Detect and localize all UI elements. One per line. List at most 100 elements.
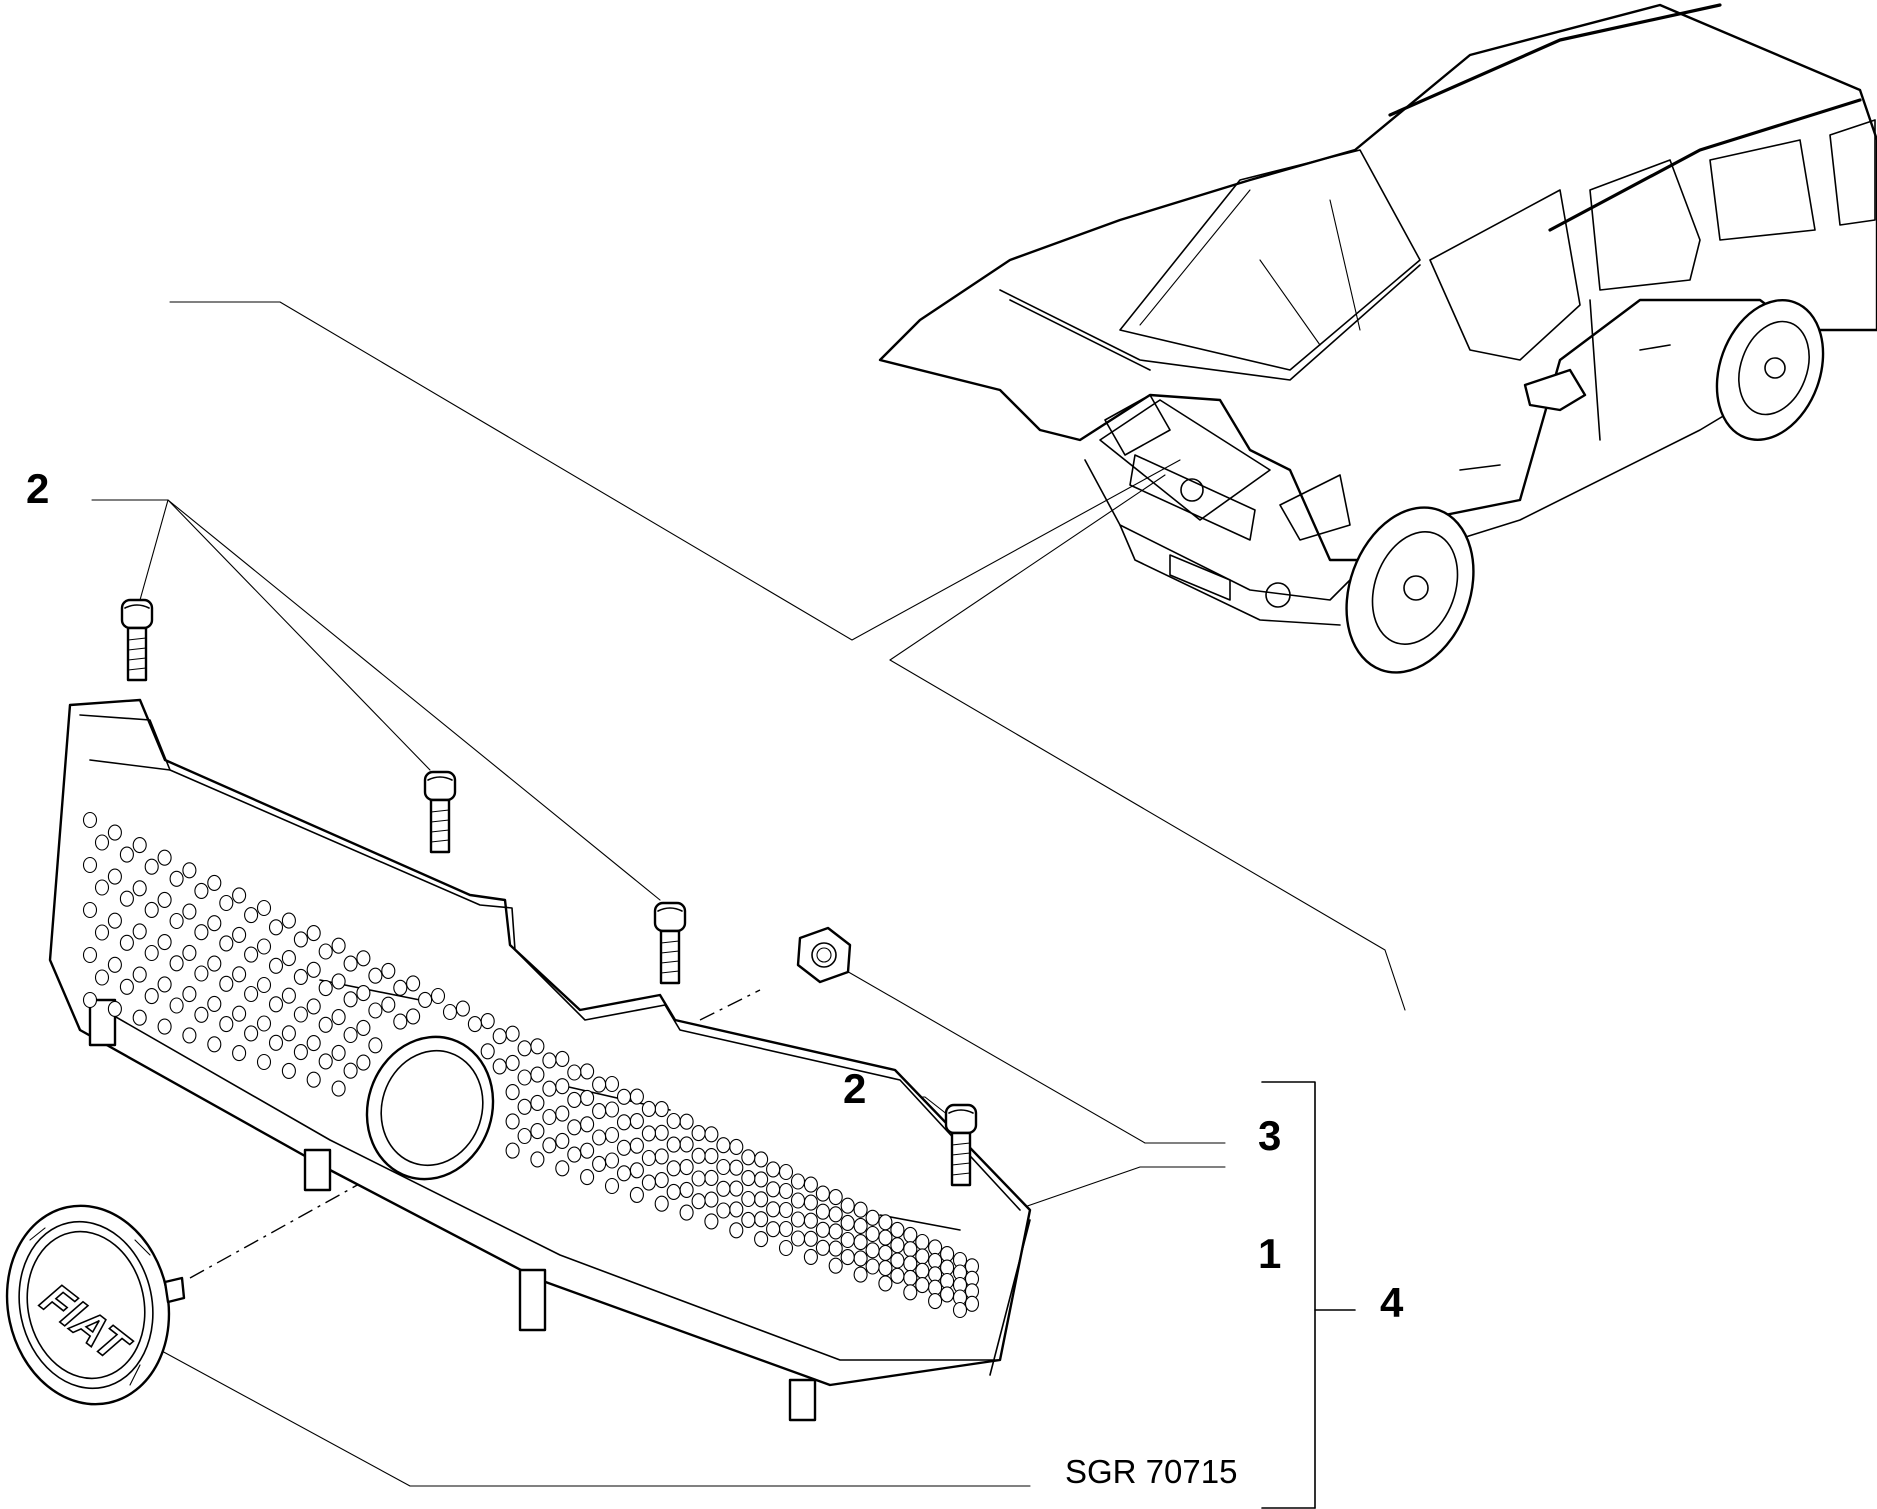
perforation-hole — [82, 811, 98, 829]
perforation-hole — [343, 991, 358, 1008]
perforation-hole — [530, 1151, 545, 1168]
perforation-hole — [580, 1089, 595, 1106]
perforation-hole — [915, 1248, 930, 1265]
perforation-hole — [616, 1165, 632, 1182]
grille-icon — [48, 698, 1032, 1422]
perforation-hole — [940, 1286, 955, 1303]
perforation-hole — [119, 890, 134, 907]
perforation-hole — [107, 956, 122, 973]
perforation-hole — [567, 1064, 582, 1081]
perforation-hole — [306, 925, 321, 942]
perforation-hole — [865, 1242, 880, 1259]
perforation-hole — [616, 1088, 632, 1105]
perforation-hole — [281, 1025, 296, 1042]
perforation-hole — [82, 991, 98, 1009]
perforation-hole — [542, 1108, 557, 1126]
perforation-hole — [580, 1063, 595, 1080]
perforation-hole — [194, 924, 209, 941]
perforation-hole — [194, 965, 209, 982]
perforation-hole — [890, 1267, 905, 1284]
perforation-hole — [890, 1221, 905, 1238]
perforation-hole — [691, 1193, 706, 1210]
badge-icon: FIAT — [5, 1204, 186, 1406]
perforation-hole — [580, 1169, 595, 1186]
perforation-hole — [393, 979, 408, 996]
perforation-hole — [542, 1080, 557, 1097]
bolt-icon — [120, 598, 978, 1187]
perforation-hole — [555, 1105, 570, 1122]
perforation-hole — [592, 1155, 607, 1172]
perforation-hole — [580, 1116, 595, 1133]
perforation-hole — [629, 1186, 644, 1203]
perforation-hole — [343, 1062, 358, 1079]
perforation-hole — [542, 1052, 557, 1069]
perforation-hole — [629, 1137, 644, 1154]
perforation-hole — [94, 969, 110, 986]
perforation-hole — [331, 937, 346, 954]
perforation-hole — [492, 1058, 507, 1075]
perforation-hole — [94, 879, 110, 896]
perforation-hole — [704, 1169, 719, 1186]
perforation-hole — [766, 1201, 781, 1218]
perforation-hole — [331, 1009, 346, 1026]
perforation-hole — [928, 1266, 943, 1283]
perforation-hole — [182, 986, 197, 1003]
perforation-hole — [194, 882, 209, 899]
perforation-hole — [679, 1204, 694, 1221]
perforation-hole — [194, 1006, 209, 1023]
perforation-hole — [555, 1078, 570, 1095]
perforation-hole — [754, 1151, 769, 1168]
perforation-hole — [964, 1295, 980, 1312]
perforation-hole — [356, 1054, 371, 1071]
perforation-hole — [306, 1071, 321, 1088]
perforation-hole — [169, 870, 184, 887]
perforation-hole — [107, 868, 122, 885]
perforation-hole — [144, 988, 159, 1005]
perforation-hole — [766, 1181, 781, 1198]
perforation-hole — [654, 1172, 669, 1189]
callout-assembly: 4 — [1380, 1279, 1404, 1326]
perforation-hole — [232, 1045, 247, 1062]
perforation-hole — [293, 931, 308, 948]
perforation-hole — [604, 1126, 620, 1144]
perforation-hole — [318, 980, 333, 997]
perforation-hole — [592, 1129, 607, 1146]
perforation-hole — [256, 1053, 272, 1071]
perforation-hole — [741, 1170, 756, 1187]
perforation-hole — [281, 950, 296, 967]
perforation-hole — [281, 1062, 296, 1079]
perforation-hole — [207, 955, 222, 972]
perforation-hole — [157, 1018, 172, 1035]
perforation-hole — [555, 1132, 570, 1149]
perforation-hole — [132, 923, 147, 940]
perforation-hole — [778, 1163, 794, 1181]
perforation-hole — [903, 1226, 918, 1243]
perforation-hole — [629, 1162, 644, 1179]
perforation-hole — [679, 1159, 694, 1176]
perforation-hole — [505, 1084, 520, 1101]
perforation-hole — [219, 935, 234, 952]
perforation-hole — [840, 1197, 855, 1214]
perforation-hole — [629, 1088, 644, 1105]
perforation-hole — [368, 1002, 383, 1019]
car-icon — [878, 3, 1877, 674]
perforation-hole — [815, 1203, 830, 1220]
perforation-hole — [268, 996, 284, 1013]
perforation-hole — [952, 1301, 968, 1319]
perforation-hole — [654, 1195, 669, 1212]
perforation-hole — [107, 912, 122, 929]
perforation-hole — [368, 1037, 383, 1054]
perforation-hole — [666, 1112, 681, 1130]
perforation-hole — [790, 1211, 806, 1228]
perforation-hole — [530, 1038, 545, 1055]
perforation-hole — [903, 1255, 918, 1272]
perforation-hole — [903, 1284, 918, 1301]
perforation-hole — [207, 874, 222, 891]
perforation-hole — [418, 991, 433, 1008]
perforation-hole — [679, 1181, 694, 1198]
perforation-hole — [331, 973, 346, 990]
perforation-hole — [928, 1293, 943, 1310]
perforation-hole — [318, 1053, 333, 1070]
perforation-hole — [169, 955, 184, 972]
